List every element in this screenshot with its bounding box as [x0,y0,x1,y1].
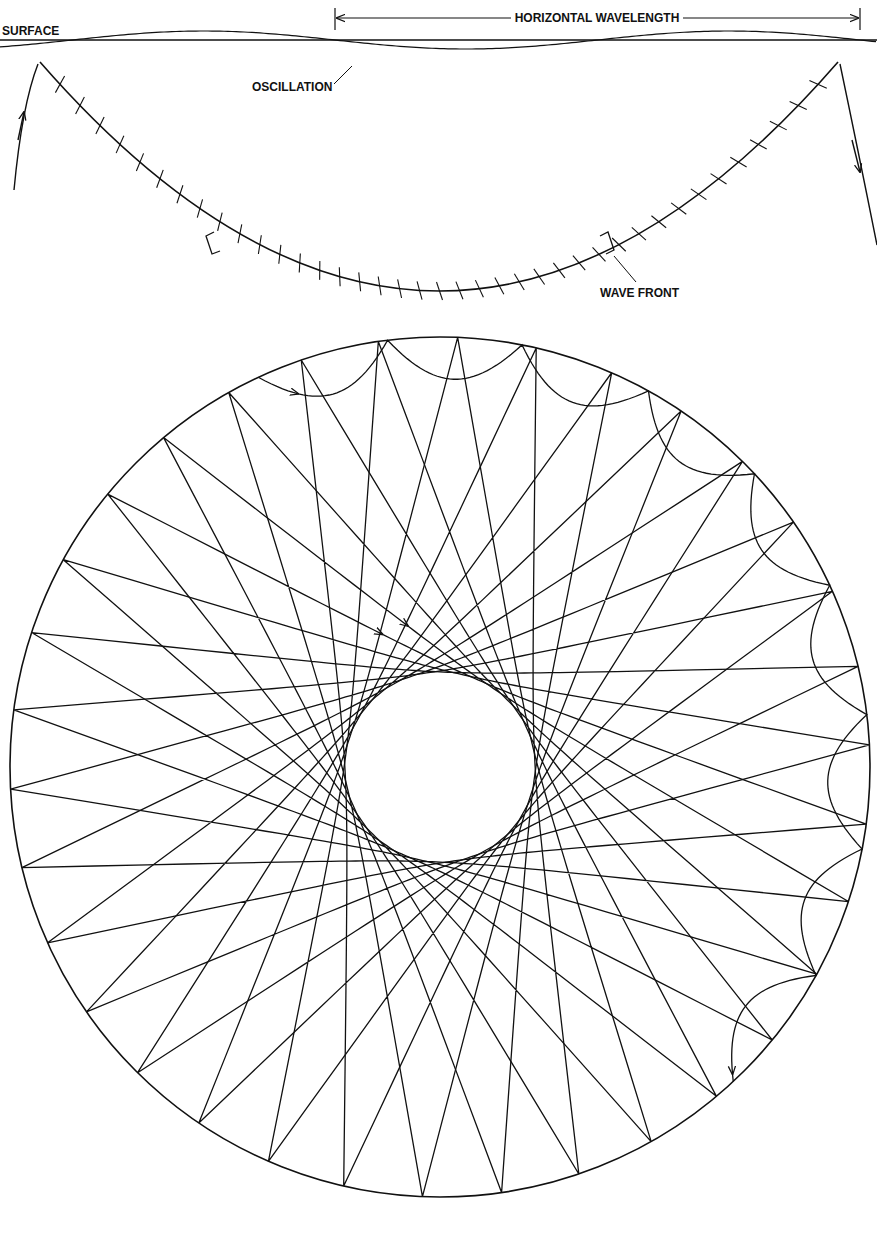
dimension-tick [859,8,860,30]
wavefront-tick [359,272,361,291]
ray-in [14,64,38,190]
wavefront-tick [319,261,320,280]
wavefront-tick [495,277,504,294]
leader-line [614,256,636,282]
wavefront-ticks [55,76,826,300]
wavefront-tick [809,80,826,88]
wavefront-tick [750,140,767,149]
deep-ray [11,341,867,1196]
ray-paths [11,337,870,1196]
wavefront-tick [651,216,666,228]
wavefront-tick [456,282,463,300]
ray-arrow [852,140,860,172]
wavefront-tick [136,153,143,171]
ray-arrow [18,112,24,140]
dimension-tick [334,8,335,30]
wavefront-tick [299,253,300,272]
wavefront-tick [553,263,565,278]
surface-line [0,39,877,41]
wavefront-tick [378,276,381,295]
wavefront-bracket [206,232,220,254]
wavefront-tick [632,227,646,240]
ray-arrow [731,1055,733,1075]
leader-line [334,66,352,84]
oscillation-curve [0,31,876,49]
wavefront-tick [711,174,727,184]
wavefront-tick [770,121,787,130]
wavefront-tick [671,203,686,214]
wavefront-tick [197,199,202,217]
wavefront-tick [593,247,606,261]
wavefront-tick [612,238,626,251]
wavefront-tick [76,97,85,114]
dimension-label: HORIZONTAL WAVELENGTH [511,11,684,25]
ray-out [840,64,877,245]
ray-arrow [283,389,299,394]
wavefront-tick [238,224,242,243]
wavefront-tick [116,136,124,153]
wavefront-tick [534,269,545,285]
wavefront-tick [573,256,585,270]
wavefront-tick [417,281,422,299]
wavefront-tick [177,185,183,203]
wavefront-bracket [600,232,614,254]
wavefront-tick [55,76,64,93]
wavefront-tick [398,279,402,298]
oscillation-wave [0,31,876,49]
wavefront-tick [790,101,807,109]
wavefront-tick [157,170,164,188]
surface-label: SURFACE [2,24,59,38]
ray-arc [40,62,838,291]
wavefront-tick [218,213,223,231]
sun-outline [10,337,870,1197]
wavefront-tick [475,280,483,297]
wavefront-tick [279,245,281,264]
wavefront-tick [730,157,746,167]
wavefront-tick [437,282,443,300]
wavefront-tick [96,117,104,134]
wavefront-tick [258,235,261,254]
wavefront-tick [691,189,707,200]
wavefront-label: WAVE FRONT [596,286,683,300]
shallow-ray [258,340,867,1081]
oscillation-label: OSCILLATION [252,80,332,94]
ray-arrow [380,605,408,626]
ray-arrow [351,619,382,635]
wavefront-tick [339,267,341,286]
wavefront-tick [514,274,524,290]
